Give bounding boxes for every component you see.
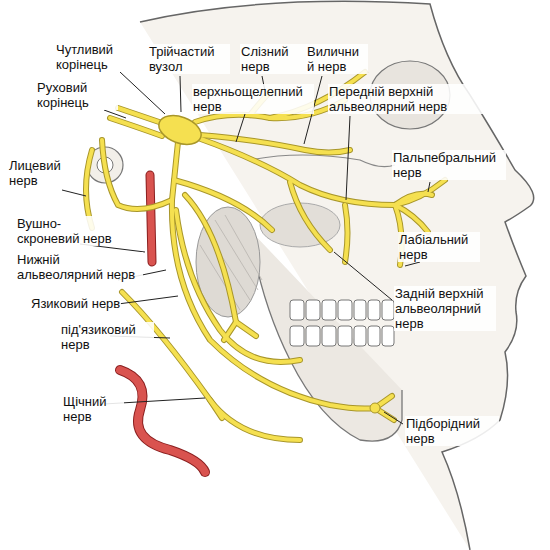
nerve [198, 138, 395, 205]
nerve [236, 322, 256, 336]
mental-foramen [370, 403, 380, 413]
teeth [290, 300, 394, 346]
nerve [102, 140, 172, 209]
nerve [395, 180, 445, 205]
nerve [224, 322, 236, 340]
nerve-label: Нижній альвеолярний нерв [16, 252, 143, 282]
nerve [185, 195, 236, 322]
nerve-label: Руховий корінець [36, 80, 118, 110]
artery [150, 175, 152, 262]
nerve [172, 142, 178, 200]
nerve-label: Вилични й нерв [306, 44, 368, 74]
nerve [395, 205, 428, 232]
nerve-label: Пальпебральний нерв [392, 150, 506, 180]
leader-line [384, 412, 403, 424]
nerve [185, 195, 236, 322]
nerve-label: Язиковий нерв [30, 296, 121, 311]
nerve-label: Вушно- скроневий нерв [16, 216, 128, 246]
artery-outline [150, 175, 152, 262]
tooth [368, 326, 380, 346]
nerve-label: Лицевий нерв [8, 158, 72, 188]
nerve-label: Щічний нерв [62, 394, 124, 424]
nerve [345, 205, 348, 262]
nerve-label: Передній верхній альвеолярний нерв [328, 84, 490, 114]
nerve [224, 322, 236, 340]
nerve [290, 182, 330, 250]
nerve [174, 180, 272, 230]
nerve-label: верхньощелепний нерв [192, 84, 314, 114]
tooth [322, 300, 336, 320]
leader-line [334, 252, 392, 300]
nerve-label: Слізний нерв [240, 44, 312, 74]
tooth [368, 300, 380, 320]
tooth [382, 300, 394, 320]
tooth [338, 326, 352, 346]
nerve [172, 142, 178, 200]
nerve [345, 205, 348, 262]
tooth [382, 326, 394, 346]
nerve-label: Трійчастий вузол [148, 44, 230, 74]
zygomatic-arch [250, 155, 395, 167]
tooth [306, 300, 320, 320]
mandible [250, 230, 402, 441]
artery [120, 370, 205, 472]
nerve-label: Лабіальний нерв [398, 232, 480, 262]
nerve [174, 180, 272, 230]
tooth [306, 326, 320, 346]
tooth [290, 326, 304, 346]
nerve [122, 292, 300, 440]
leader-line [236, 114, 245, 142]
nerve-label: Задній верхній альвеолярний нерв [394, 286, 496, 331]
nerve [210, 400, 222, 418]
tooth [354, 300, 366, 320]
nerve [290, 182, 330, 250]
tooth [338, 300, 352, 320]
leader-line [346, 116, 350, 200]
leader-line [118, 296, 178, 304]
nerve-label: Чутливий корінець [55, 42, 137, 72]
ganglion [155, 110, 205, 149]
artery-outline [120, 370, 205, 472]
leader-line [104, 110, 126, 118]
nerve [102, 140, 172, 209]
nerve-label: Підборідний нерв [405, 416, 499, 446]
nerve [200, 135, 350, 153]
tooth [354, 326, 366, 346]
leader-lines [62, 72, 430, 424]
leader-line [120, 72, 165, 114]
leader-line [180, 76, 181, 112]
nerve-label: під'язиковий нерв [60, 322, 154, 352]
nerve [176, 210, 300, 362]
leader-line [62, 190, 86, 196]
nerve [110, 118, 162, 136]
leader-line [405, 262, 420, 266]
tooth [322, 326, 336, 346]
leader-line [428, 182, 430, 192]
nerve [236, 322, 256, 336]
nerve [176, 210, 300, 362]
tooth [290, 300, 304, 320]
nerve [395, 180, 445, 205]
